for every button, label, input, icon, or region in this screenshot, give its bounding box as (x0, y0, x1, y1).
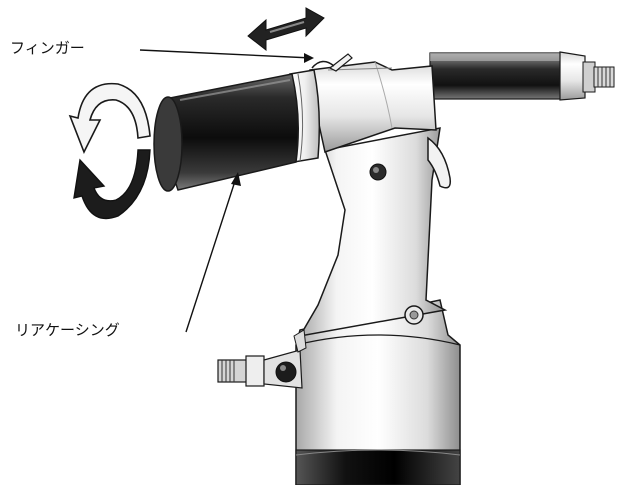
finger-label: フィンガー (10, 39, 85, 57)
rear-casing-label: リアケーシング (15, 321, 120, 339)
rotation-arrow-icon (68, 82, 151, 220)
double-arrow-icon (247, 7, 325, 52)
head-body (309, 61, 437, 153)
finger-leader-line (139, 49, 313, 59)
grip-handle (298, 127, 448, 338)
finger-leader-arrowhead (304, 53, 314, 63)
rear-casing-leader-arrowhead (231, 172, 241, 186)
rear-casing-leader-line (185, 177, 237, 333)
nose-thread (593, 66, 615, 88)
front-barrel (429, 51, 615, 101)
finger-lever (311, 53, 353, 72)
rear-casing (153, 73, 299, 192)
trigger (427, 136, 452, 189)
air-inlet-fitting (217, 329, 307, 389)
lower-housing (295, 299, 461, 486)
